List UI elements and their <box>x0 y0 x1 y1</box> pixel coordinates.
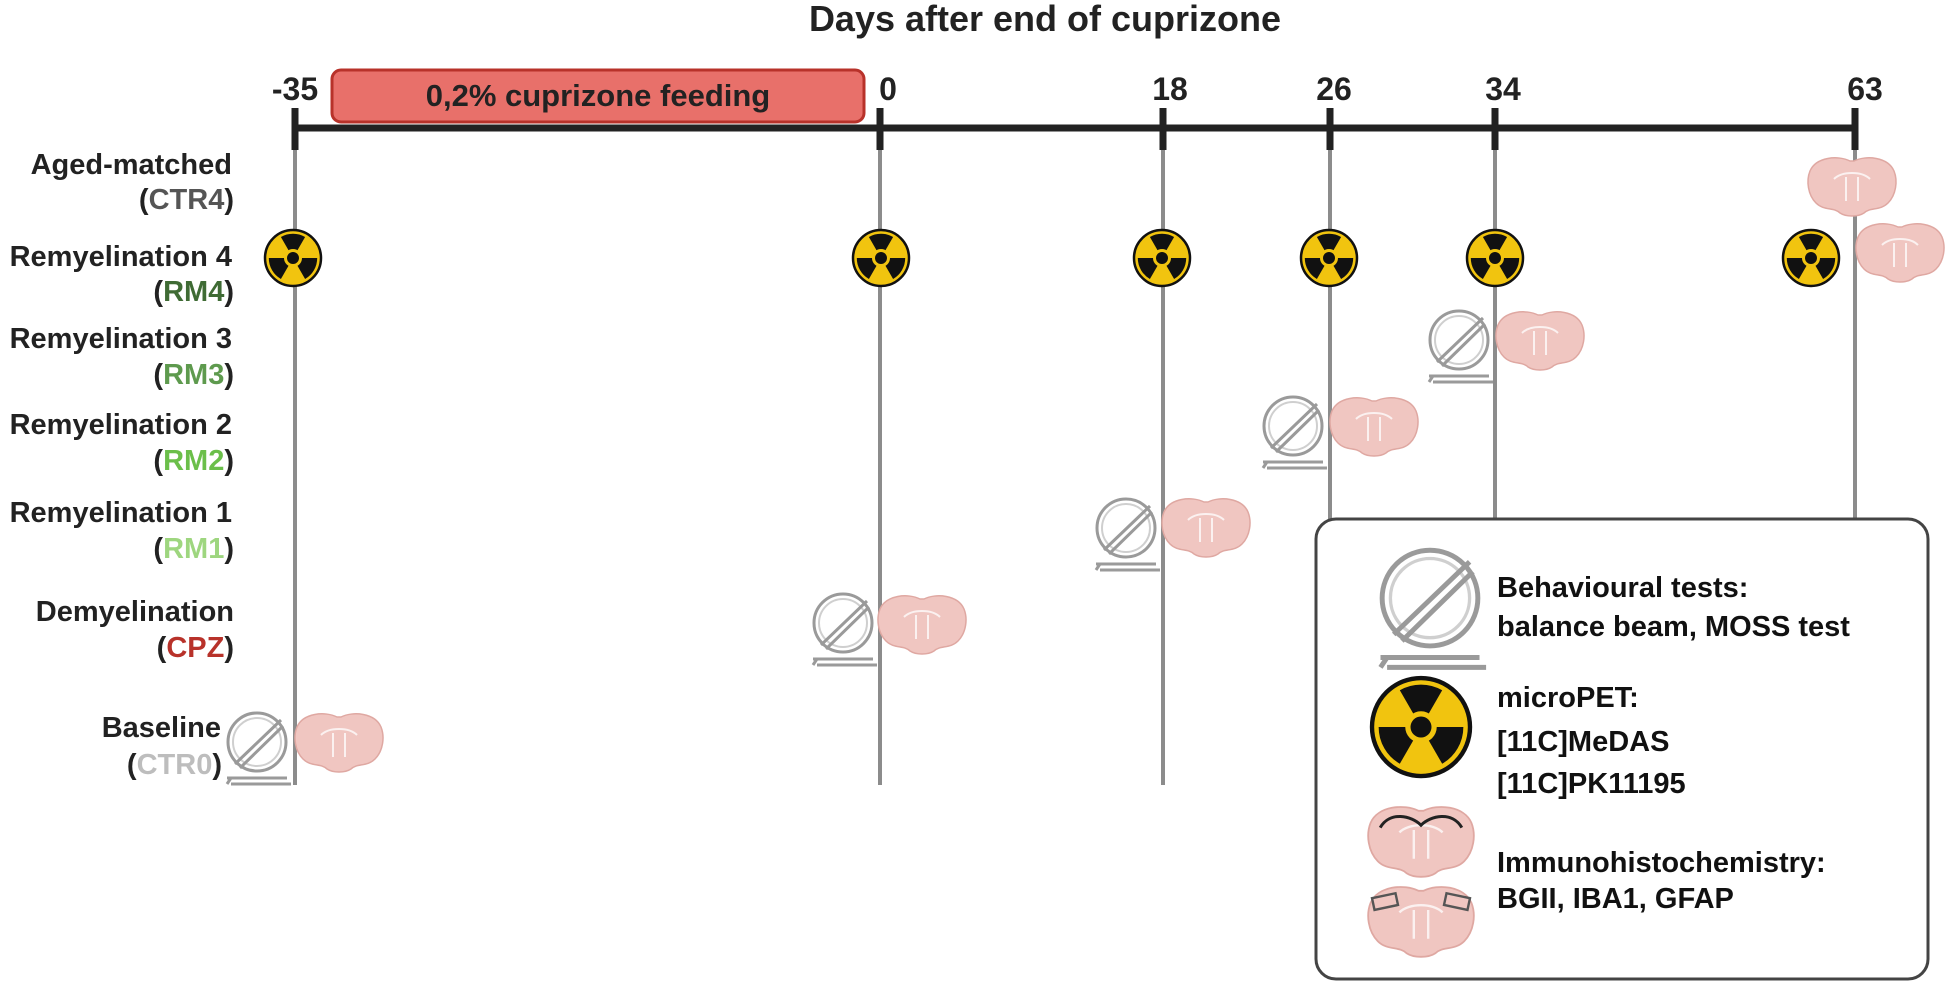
brain-section-icon <box>1495 310 1585 371</box>
group-name: Baseline <box>102 712 221 744</box>
legend-radiation-icon <box>1372 678 1470 776</box>
radiation-icon <box>851 228 911 288</box>
running-wheel-icon <box>1094 497 1162 572</box>
legend-behaviour-tests: balance beam, MOSS test <box>1497 611 1850 643</box>
running-wheel-icon <box>1427 309 1495 384</box>
group-baseline: Baseline (CTR0) <box>102 712 222 781</box>
group-code: (RM2) <box>153 445 234 477</box>
legend-box <box>1314 517 1930 981</box>
radiation-icon <box>1781 228 1841 288</box>
timepoint-lines <box>293 112 1857 785</box>
group-remyelination-1: Remyelination 1 (RM1) <box>10 497 234 565</box>
radiation-icon <box>1465 228 1525 288</box>
tick-label-63: 63 <box>1847 71 1883 107</box>
tick-label-34: 34 <box>1485 71 1521 107</box>
group-code: (CPZ) <box>157 632 234 664</box>
legend-pet-title: microPET: <box>1497 682 1639 714</box>
brain-section-icon <box>877 594 967 655</box>
legend-brain-section-icon-2 <box>1366 885 1476 958</box>
running-wheel-icon <box>225 711 293 786</box>
tick-label-26: 26 <box>1316 71 1352 107</box>
legend-pet-tracer-2: [11C]PK11195 <box>1497 768 1686 800</box>
axis-ticks <box>291 108 1859 150</box>
legend-ihc-markers: BGII, IBA1, GFAP <box>1497 883 1734 915</box>
group-remyelination-4: Remyelination 4 (RM4) <box>10 241 234 308</box>
group-name: Remyelination 1 <box>10 497 232 529</box>
group-remyelination-3: Remyelination 3 (RM3) <box>10 323 234 391</box>
group-aged-matched: Aged-matched (CTR4) <box>31 149 234 216</box>
legend-brain-section-icon-1 <box>1366 805 1476 878</box>
radiation-icon <box>1299 228 1359 288</box>
group-code: (RM1) <box>153 533 234 565</box>
running-wheel-icon <box>811 592 879 667</box>
feeding-label: 0,2% cuprizone feeding <box>426 78 771 113</box>
diagram-title: Days after end of cuprizone <box>809 0 1281 39</box>
group-remyelination-2: Remyelination 2 (RM2) <box>10 409 234 477</box>
running-wheel-icon <box>1261 395 1329 470</box>
tick-label-18: 18 <box>1152 71 1188 107</box>
brain-section-icon <box>1161 497 1251 558</box>
brain-section-icon <box>1329 396 1419 457</box>
group-demyelination: Demyelination (CPZ) <box>36 596 234 664</box>
radiation-icon <box>1132 228 1192 288</box>
group-code: (CTR4) <box>139 184 234 216</box>
group-code: (RM4) <box>153 276 234 308</box>
legend-behaviour-title: Behavioural tests: <box>1497 572 1748 604</box>
tick-label-minus35: -35 <box>272 71 318 107</box>
radiation-icon <box>263 228 323 288</box>
legend-pet-tracer-1: [11C]MeDAS <box>1497 726 1669 758</box>
tick-label-0: 0 <box>879 71 897 107</box>
legend-ihc-title: Immunohistochemistry: <box>1497 847 1826 879</box>
group-name: Remyelination 2 <box>10 409 232 441</box>
legend: Behavioural tests: balance beam, MOSS te… <box>1314 517 1930 981</box>
brain-section-icon <box>1807 156 1897 217</box>
group-name: Aged-matched <box>31 149 232 181</box>
brain-section-icon <box>1855 222 1945 283</box>
group-code: (RM3) <box>153 359 234 391</box>
cuprizone-feeding-bar <box>330 68 866 124</box>
brain-section-icon <box>294 712 384 773</box>
group-code: (CTR0) <box>127 749 222 781</box>
group-name: Demyelination <box>36 596 234 628</box>
group-name: Remyelination 4 <box>10 241 232 273</box>
group-name: Remyelination 3 <box>10 323 232 355</box>
